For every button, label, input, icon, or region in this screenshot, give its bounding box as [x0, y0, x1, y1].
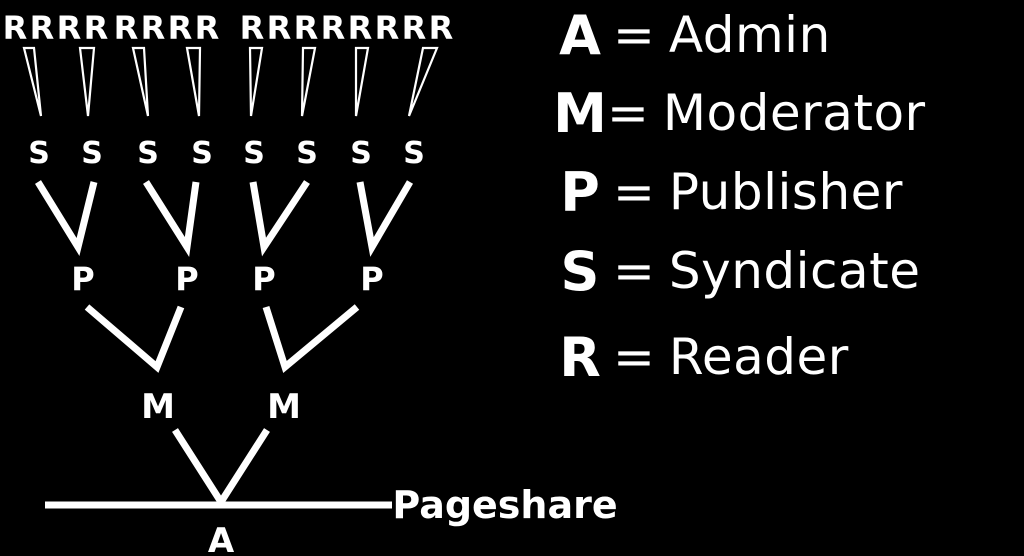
- legend-name: Moderator: [662, 84, 926, 142]
- reader-node: R: [321, 9, 346, 47]
- legend-key: A: [559, 3, 601, 67]
- reader-node: R: [3, 9, 28, 47]
- legend-row-admin: A = Admin: [553, 0, 831, 70]
- edge-moderator-publishers: [84, 304, 185, 373]
- edge-publisher-syndicates: [143, 180, 200, 257]
- publisher-node: P: [175, 260, 198, 298]
- legend-equals: =: [607, 84, 649, 142]
- edge-admin-moderators: [172, 428, 270, 509]
- publisher-node: P: [360, 260, 383, 298]
- legend-name: Admin: [668, 6, 831, 64]
- reader-node: R: [267, 9, 292, 47]
- reader-node: R: [141, 9, 166, 47]
- moderator-node: M: [141, 387, 175, 427]
- syndicate-node: S: [81, 136, 103, 171]
- syndicate-node: S: [191, 136, 213, 171]
- legend-equals: =: [613, 163, 655, 221]
- edges-syndicate-readers: [22, 46, 439, 117]
- legend-name: Publisher: [668, 163, 903, 221]
- reader-node: R: [30, 9, 55, 47]
- reader-node: R: [429, 9, 454, 47]
- edge-moderator-publishers: [262, 304, 360, 374]
- edge-publisher-syndicates: [249, 180, 310, 257]
- legend-equals: =: [613, 242, 655, 300]
- edge-publisher-syndicates: [356, 180, 414, 257]
- legend-row-moderator: M = Moderator: [553, 78, 926, 148]
- admin-node: A: [208, 521, 235, 556]
- edge-publisher-syndicates: [35, 180, 98, 256]
- publisher-node: P: [71, 260, 94, 298]
- publisher-node: P: [252, 260, 275, 298]
- reader-node: R: [168, 9, 193, 47]
- reader-node: R: [114, 9, 139, 47]
- syndicate-node: S: [137, 136, 159, 171]
- legend-name: Reader: [668, 328, 849, 386]
- legend-row-publisher: P = Publisher: [553, 157, 903, 227]
- syndicate-node: S: [403, 136, 425, 171]
- legend-row-reader: R = Reader: [553, 322, 849, 392]
- legend-row-syndicate: S = Syndicate: [553, 236, 921, 306]
- reader-node: R: [348, 9, 373, 47]
- reader-node: R: [402, 9, 427, 47]
- root-caption: Pageshare: [392, 483, 617, 527]
- reader-row: R R R R R R R R R R R R R R R R: [3, 9, 454, 47]
- syndicate-node: S: [296, 136, 318, 171]
- reader-node: R: [240, 9, 265, 47]
- reader-node: R: [195, 9, 220, 47]
- syndicate-node: S: [28, 136, 50, 171]
- reader-node: R: [294, 9, 319, 47]
- moderator-node: M: [267, 387, 301, 427]
- syndicate-node: S: [243, 136, 265, 171]
- reader-node: R: [375, 9, 400, 47]
- legend-key: P: [560, 160, 600, 224]
- legend-key: S: [560, 239, 600, 303]
- legend-key: M: [553, 81, 607, 145]
- legend-equals: =: [613, 6, 655, 64]
- legend-equals: =: [613, 328, 655, 386]
- reader-node: R: [84, 9, 109, 47]
- legend-key: R: [559, 325, 601, 389]
- syndicate-node: S: [350, 136, 372, 171]
- legend-name: Syndicate: [668, 242, 921, 300]
- reader-node: R: [57, 9, 82, 47]
